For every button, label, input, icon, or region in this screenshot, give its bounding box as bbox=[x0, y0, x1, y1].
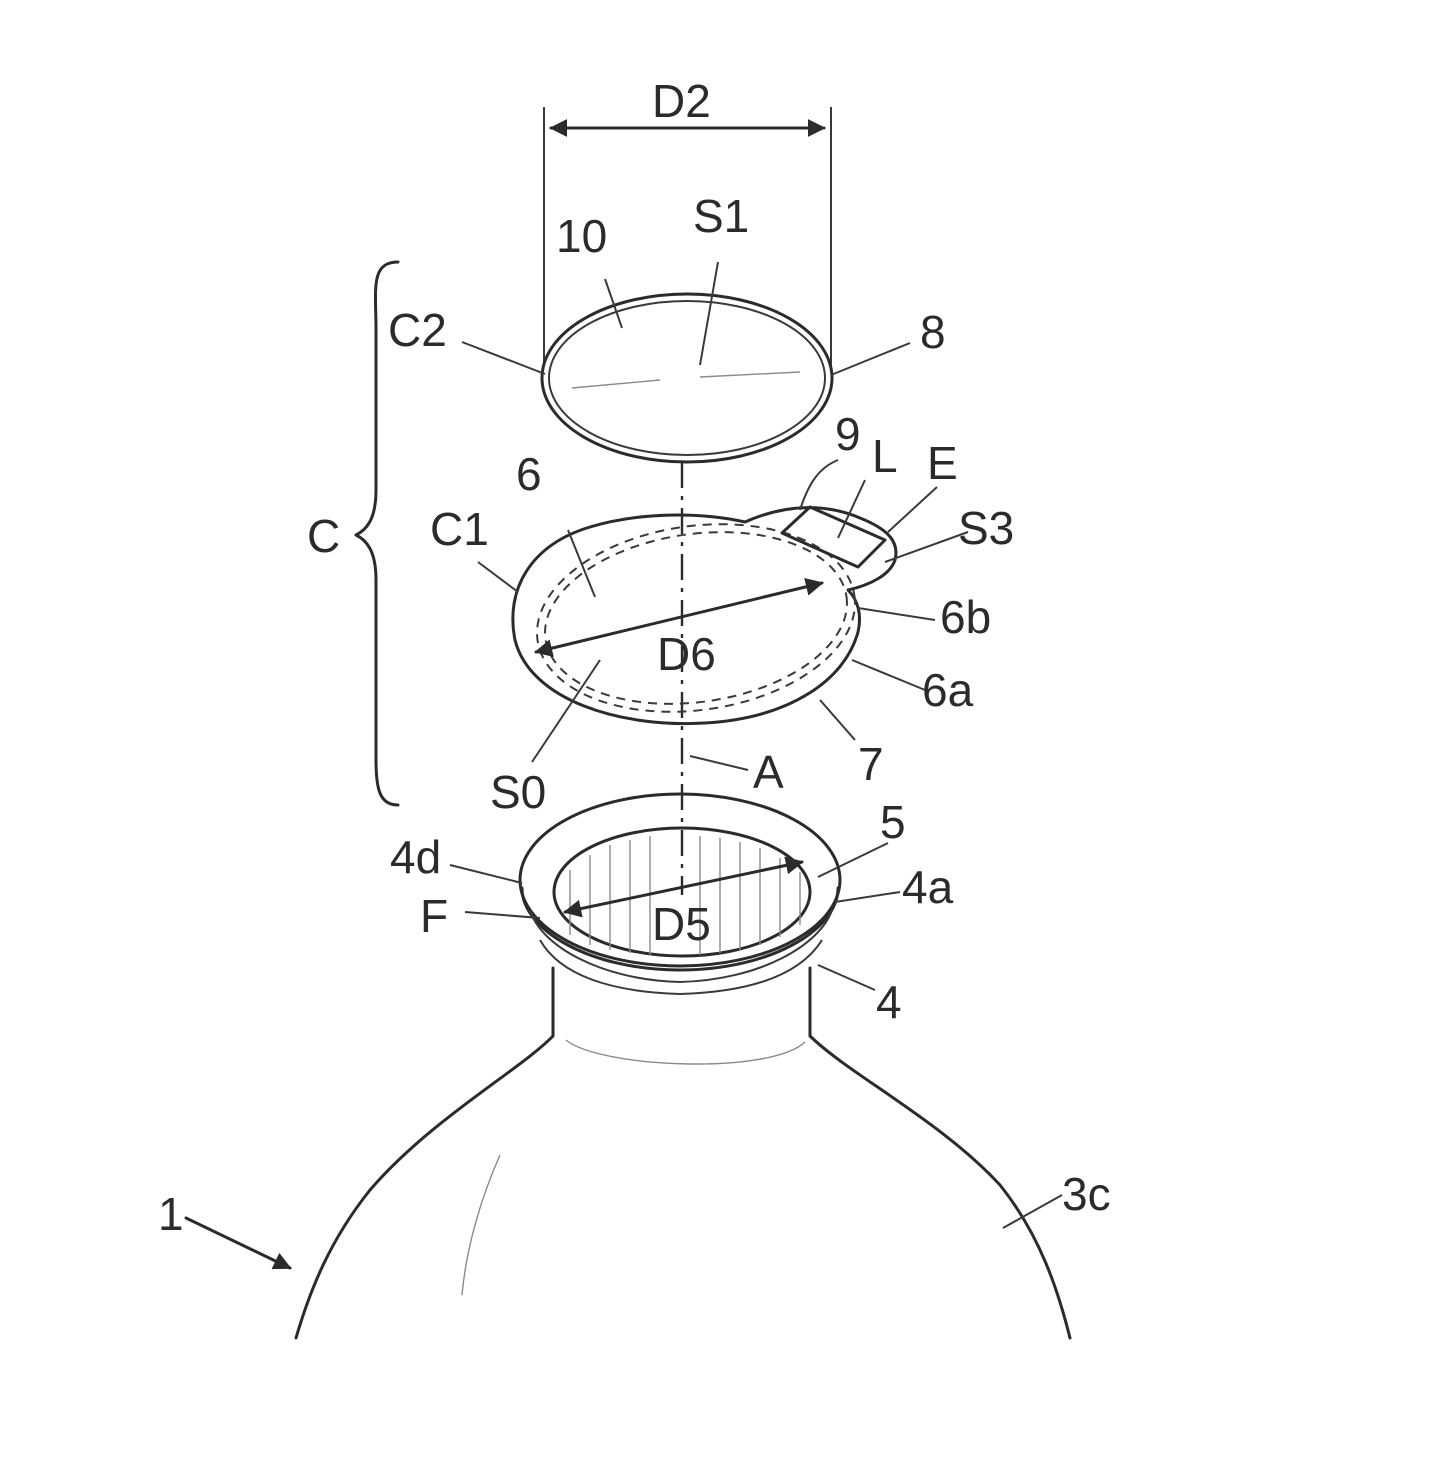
label-s1: S1 bbox=[693, 190, 749, 242]
leader-6a bbox=[852, 660, 925, 690]
leader-9 bbox=[800, 460, 838, 510]
seal-disc bbox=[542, 294, 832, 462]
leader-c2 bbox=[462, 342, 545, 374]
seal-disc-shading bbox=[572, 372, 800, 388]
reference-labels: D2 10 S1 C2 8 9 L E S3 6 C1 C D6 6b 6a 7… bbox=[158, 75, 1111, 1240]
arrow-1 bbox=[186, 1218, 290, 1268]
label-3c: 3c bbox=[1062, 1168, 1111, 1220]
leader-s3 bbox=[885, 532, 968, 562]
label-a: A bbox=[753, 746, 784, 798]
capsule-outline bbox=[513, 508, 896, 724]
label-8: 8 bbox=[920, 306, 946, 358]
label-1: 1 bbox=[158, 1188, 184, 1240]
label-5: 5 bbox=[880, 796, 906, 848]
bottle-neck-highlight bbox=[566, 1040, 805, 1064]
label-7: 7 bbox=[858, 738, 884, 790]
leader-e bbox=[888, 487, 937, 532]
leader-6b bbox=[858, 608, 935, 620]
label-10: 10 bbox=[556, 210, 607, 262]
seal-disc-outer bbox=[542, 294, 832, 462]
bottle-body bbox=[296, 968, 1070, 1338]
leader-s0 bbox=[532, 660, 600, 762]
label-4: 4 bbox=[876, 976, 902, 1028]
label-9: 9 bbox=[835, 408, 861, 460]
bottle-shoulder-left bbox=[296, 968, 553, 1338]
leader-7 bbox=[820, 700, 855, 740]
label-c: C bbox=[307, 510, 340, 562]
capsule-ring bbox=[513, 505, 896, 732]
label-d5: D5 bbox=[652, 898, 711, 950]
label-c1: C1 bbox=[430, 503, 489, 555]
label-6a: 6a bbox=[922, 664, 974, 716]
leader-8 bbox=[831, 343, 910, 375]
label-l: L bbox=[872, 430, 898, 482]
leader-lines bbox=[186, 262, 1062, 1268]
leader-4a bbox=[835, 892, 900, 902]
seal-disc-inner bbox=[549, 301, 825, 455]
leader-4 bbox=[818, 965, 875, 990]
leader-a bbox=[690, 756, 748, 770]
leader-c1 bbox=[478, 562, 518, 592]
label-d2: D2 bbox=[652, 75, 711, 127]
label-c2: C2 bbox=[388, 304, 447, 356]
leader-4d bbox=[450, 865, 522, 883]
bottle-body-highlight bbox=[462, 1155, 500, 1295]
label-f: F bbox=[420, 890, 448, 942]
leader-s1 bbox=[700, 262, 718, 365]
label-4a: 4a bbox=[902, 861, 954, 913]
label-6b: 6b bbox=[940, 591, 991, 643]
label-6: 6 bbox=[516, 448, 542, 500]
bottle-neck-finish bbox=[520, 794, 840, 994]
label-4d: 4d bbox=[390, 831, 441, 883]
bottle-shoulder-right bbox=[810, 968, 1070, 1338]
tab-label-area bbox=[782, 507, 885, 567]
label-d6: D6 bbox=[657, 628, 716, 680]
label-s3: S3 bbox=[958, 502, 1014, 554]
label-e: E bbox=[927, 437, 958, 489]
label-s0: S0 bbox=[490, 766, 546, 818]
leader-6 bbox=[568, 530, 595, 597]
